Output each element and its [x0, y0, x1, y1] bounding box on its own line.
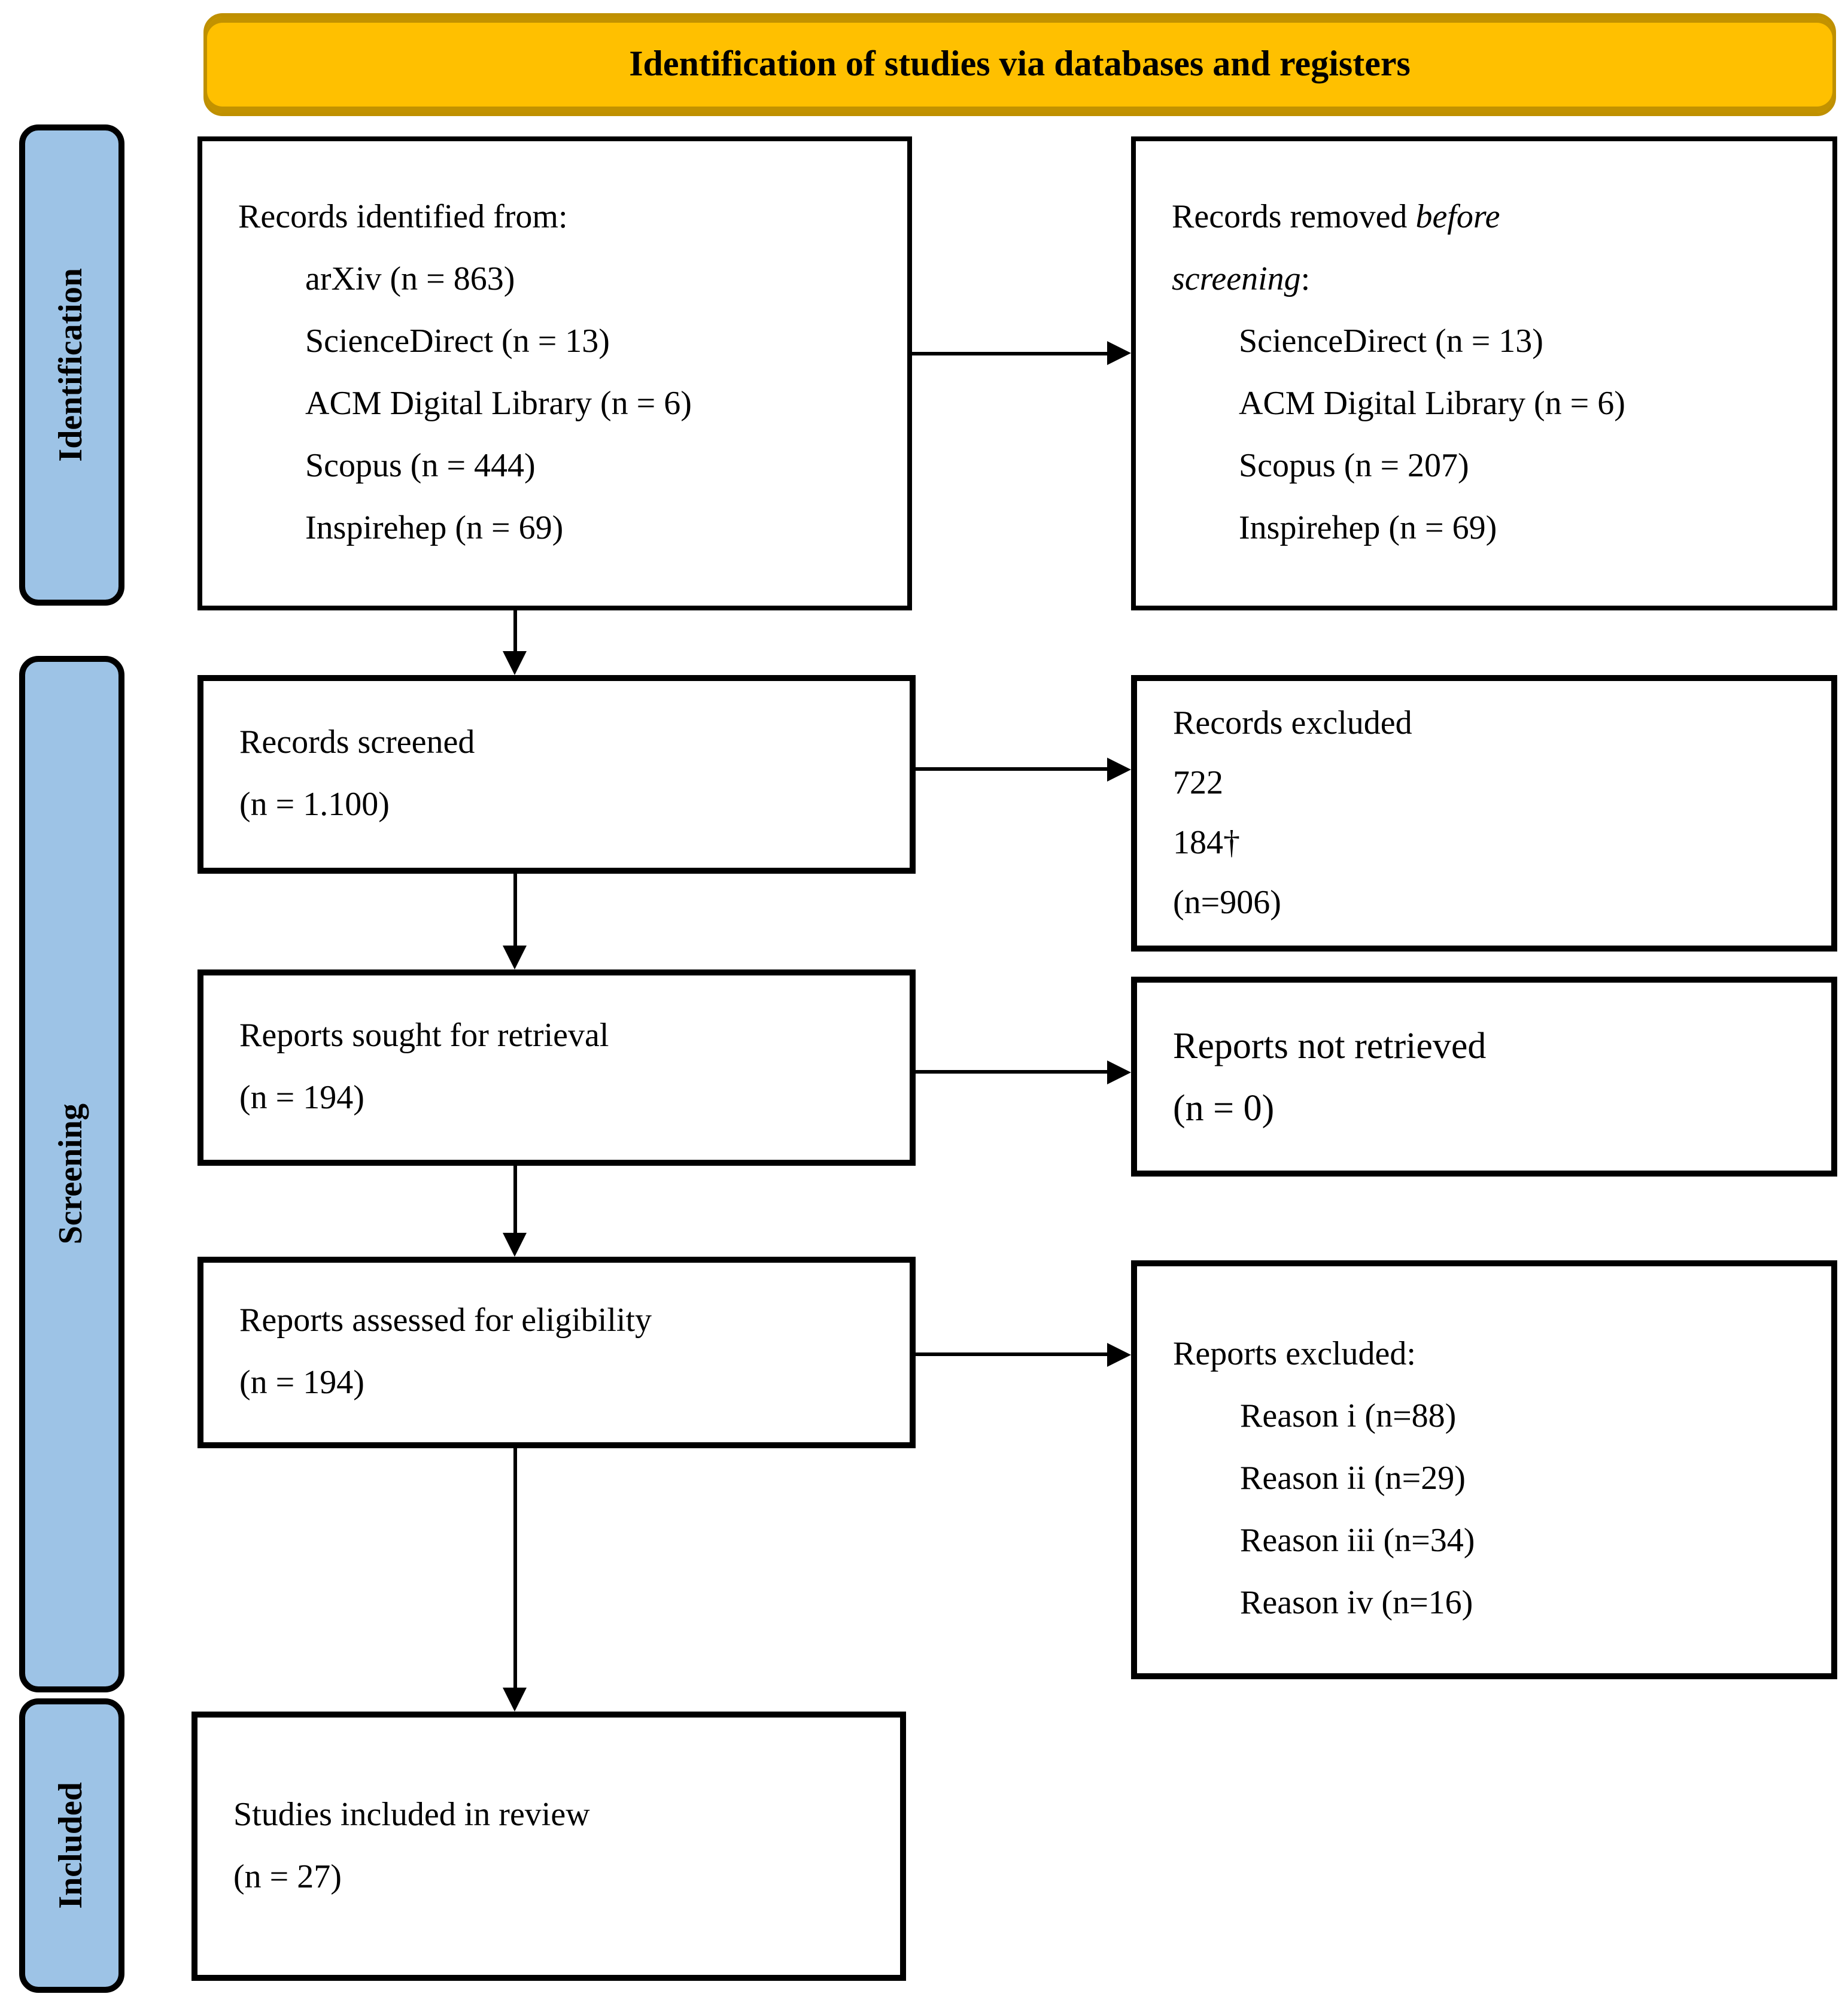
box-studies-included-line2: (n = 27)	[233, 1858, 342, 1895]
box-reports-assessed: Reports assessed for eligibility (n = 19…	[197, 1257, 916, 1448]
box-studies-included-line1: Studies included in review	[233, 1796, 590, 1833]
arrow-identified-to-screened-line	[513, 606, 517, 654]
list-item: ACM Digital Library (n = 6)	[1239, 385, 1625, 423]
list-item: Scopus (n = 444)	[305, 448, 536, 485]
box-reports-not-retrieved: Reports not retrieved (n = 0)	[1131, 977, 1837, 1177]
arrow-screened-to-excluded-line	[912, 767, 1107, 771]
box-records-excluded-line3: 184†	[1173, 824, 1240, 861]
arrow-sought-to-notretrieved-line	[912, 1070, 1107, 1074]
arrow-identified-to-screened-head	[503, 651, 527, 675]
removed-title-regular: Records removed	[1172, 199, 1416, 236]
box-records-screened-line2: (n = 1.100)	[239, 786, 390, 823]
box-reports-sought-line2: (n = 194)	[239, 1080, 364, 1117]
sidebar-screening-label: Screening	[53, 1104, 90, 1245]
list-item: Reason ii (n=29)	[1240, 1460, 1466, 1497]
box-records-removed-title-line2: screening:	[1172, 249, 1823, 311]
box-records-identified-title: Records identified from:	[238, 199, 568, 236]
box-reports-assessed-line2: (n = 194)	[239, 1364, 364, 1402]
arrow-screened-to-sought-line	[513, 871, 517, 948]
sidebar-screening: Screening	[19, 656, 124, 1692]
box-reports-excluded-title: Reports excluded:	[1173, 1336, 1416, 1373]
list-item: Scopus (n = 207)	[1239, 448, 1469, 485]
list-item: Reason iii (n=34)	[1240, 1522, 1475, 1560]
box-records-removed: Records removed before screening: Scienc…	[1131, 136, 1837, 610]
box-records-removed-title-line1: Records removed before	[1172, 187, 1823, 249]
box-reports-excluded: Reports excluded: Reason i (n=88) Reason…	[1131, 1260, 1837, 1679]
arrow-identified-to-removed-line	[912, 352, 1107, 355]
arrow-assessed-to-included-line	[513, 1446, 517, 1690]
banner-title: Identification of studies via databases …	[629, 44, 1411, 84]
arrow-screened-to-excluded-head	[1107, 758, 1131, 782]
box-records-excluded: Records excluded 722 184† (n=906)	[1131, 675, 1837, 952]
arrow-sought-to-notretrieved-head	[1107, 1060, 1131, 1084]
banner: Identification of studies via databases …	[203, 13, 1836, 116]
list-item: Reason iv (n=16)	[1240, 1585, 1473, 1622]
removed-title-colon: :	[1300, 261, 1311, 298]
box-studies-included: Studies included in review (n = 27)	[192, 1712, 906, 1981]
box-reports-not-retrieved-line1: Reports not retrieved	[1173, 1024, 1487, 1066]
arrow-sought-to-assessed-line	[513, 1163, 517, 1235]
list-item: ACM Digital Library (n = 6)	[305, 385, 692, 423]
sidebar-included-label: Included	[53, 1782, 90, 1909]
sidebar-identification-label: Identification	[53, 268, 90, 462]
arrow-identified-to-removed-head	[1107, 341, 1131, 365]
list-item: Inspirehep (n = 69)	[1239, 510, 1497, 547]
list-item: Reason i (n=88)	[1240, 1398, 1457, 1435]
box-records-identified: Records identified from: arXiv (n = 863)…	[197, 136, 912, 610]
box-reports-sought: Reports sought for retrieval (n = 194)	[197, 969, 916, 1166]
box-records-screened: Records screened (n = 1.100)	[197, 675, 916, 874]
arrow-screened-to-sought-head	[503, 946, 527, 969]
removed-title-italic: before	[1415, 199, 1500, 236]
arrow-assessed-to-reportsexcluded-head	[1107, 1343, 1131, 1367]
box-reports-assessed-line1: Reports assessed for eligibility	[239, 1302, 652, 1339]
arrow-sought-to-assessed-head	[503, 1233, 527, 1257]
box-records-excluded-line1: Records excluded	[1173, 704, 1412, 741]
removed-title-italic2: screening	[1172, 261, 1301, 298]
list-item: arXiv (n = 863)	[305, 261, 515, 298]
list-item: ScienceDirect (n = 13)	[305, 323, 610, 360]
box-reports-not-retrieved-line2: (n = 0)	[1173, 1086, 1275, 1128]
list-item: Inspirehep (n = 69)	[305, 510, 564, 547]
sidebar-included: Included	[19, 1698, 124, 1993]
list-item: ScienceDirect (n = 13)	[1239, 323, 1543, 360]
box-reports-sought-line1: Reports sought for retrieval	[239, 1017, 609, 1054]
arrow-assessed-to-included-head	[503, 1688, 527, 1712]
box-records-excluded-line4: (n=906)	[1173, 884, 1281, 921]
sidebar-identification: Identification	[19, 124, 124, 606]
arrow-assessed-to-reportsexcluded-line	[912, 1352, 1107, 1356]
box-records-screened-line1: Records screened	[239, 724, 475, 761]
box-records-excluded-line2: 722	[1173, 764, 1223, 801]
